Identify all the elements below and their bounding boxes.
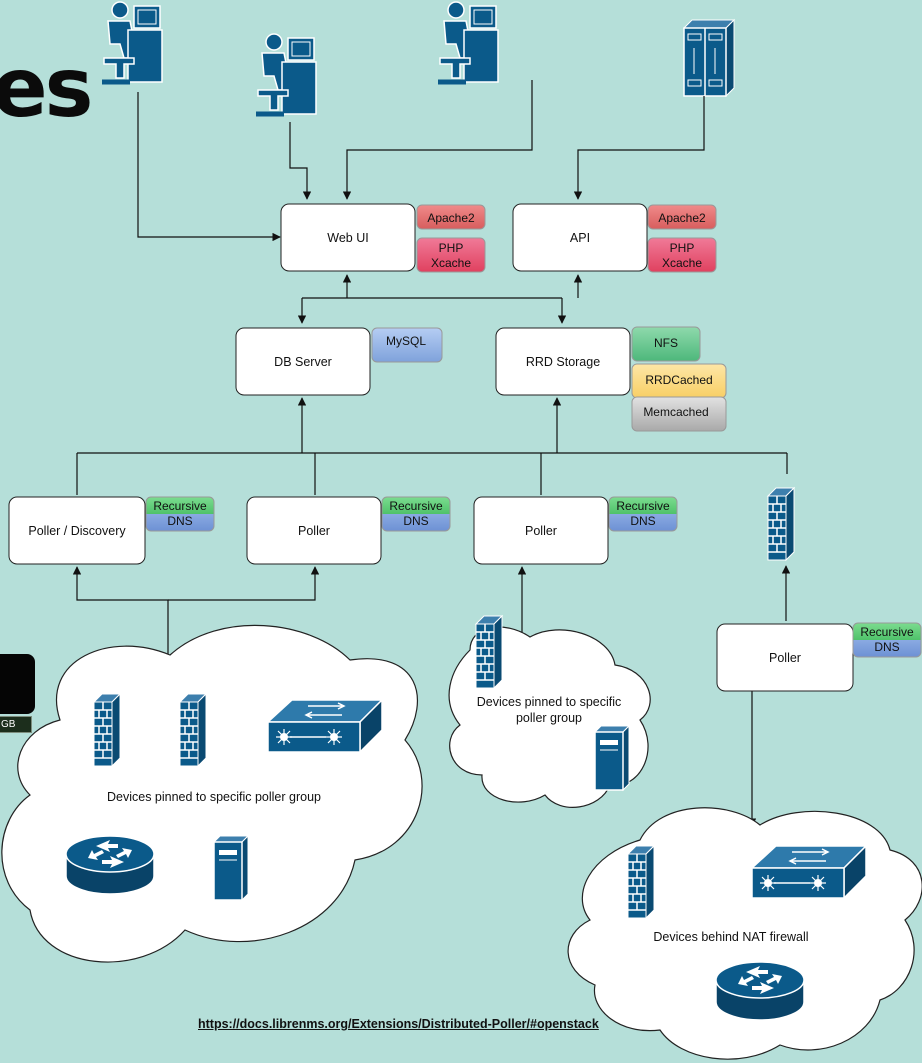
firewall-icon [627, 845, 655, 919]
router-icon [715, 961, 805, 1021]
poller-label-1: Poller [298, 524, 330, 538]
xcache-tag-label: Xcache [662, 256, 702, 270]
recursive-dns-tag [381, 496, 451, 532]
poller-label-nat: Poller [769, 651, 801, 665]
poller-node-2 [473, 496, 609, 565]
apache2-tag [416, 204, 486, 230]
db-server-node [235, 327, 371, 396]
edge-cloud-poller1 [168, 566, 320, 601]
user-desk-icon [256, 34, 316, 114]
server-icon [594, 725, 630, 791]
edge-rack-api [573, 96, 705, 200]
php-xcache-tag [416, 237, 486, 273]
recursive-dns-tag [145, 496, 215, 532]
webui-node [280, 203, 416, 272]
dns-tag-label: DNS [874, 640, 899, 654]
rack-server-icon [683, 19, 735, 97]
edge-cloud-poller-discovery [72, 566, 169, 658]
webui-label: Web UI [327, 231, 368, 245]
api-label: API [570, 231, 590, 245]
dns-tag-label: DNS [167, 514, 192, 528]
apache2-tag [647, 204, 717, 230]
recursive-tag-label: Recursive [153, 499, 207, 513]
memcached-tag [631, 396, 727, 432]
edge-user3-webui [342, 80, 533, 200]
db-server-label: DB Server [274, 355, 332, 369]
user-desk-icon [438, 2, 498, 82]
cloud-middle-label-line2: poller group [516, 711, 582, 725]
firewall-icon [93, 693, 121, 767]
gb-badge: GB [0, 716, 32, 733]
xcache-tag-label: Xcache [431, 256, 471, 270]
mysql-tag-label: MySQL [386, 334, 426, 348]
rrd-storage-label: RRD Storage [526, 355, 600, 369]
poller-discovery-label: Poller / Discovery [28, 524, 126, 538]
firewall-icon [475, 615, 503, 689]
rrd-storage-node [495, 327, 631, 396]
cloud-middle-label-line1: Devices pinned to specific [477, 695, 622, 709]
dns-tag-label: DNS [403, 514, 428, 528]
poller-node-1 [246, 496, 382, 565]
user-desk-icon [102, 2, 162, 82]
firewall-icon [179, 693, 207, 767]
slide-heading-fragment: es [0, 41, 93, 136]
apache2-tag-label: Apache2 [658, 211, 706, 225]
router-icon [65, 835, 155, 895]
poller-node-nat [716, 623, 854, 692]
server-icon [213, 835, 249, 901]
nat-firewall-icon [767, 487, 795, 561]
nfs-tag [631, 326, 701, 362]
cloud-left-label: Devices pinned to specific poller group [107, 790, 321, 804]
documentation-link[interactable]: https://docs.librenms.org/Extensions/Dis… [198, 1017, 599, 1031]
switch-icon [267, 699, 383, 753]
rrdcached-tag-label: RRDCached [645, 373, 712, 387]
recursive-tag-label: Recursive [616, 499, 670, 513]
cloud-nat-label: Devices behind NAT firewall [653, 930, 808, 944]
php-tag-label: PHP [439, 241, 464, 255]
php-xcache-tag [647, 237, 717, 273]
memcached-tag-label: Memcached [643, 405, 708, 419]
dns-tag-label: DNS [630, 514, 655, 528]
poller-discovery-node [8, 496, 146, 565]
api-node [512, 203, 648, 272]
switch-icon [751, 845, 867, 899]
recursive-dns-tag [852, 622, 922, 658]
php-tag-label: PHP [670, 241, 695, 255]
mysql-tag [371, 327, 443, 363]
recursive-tag-label: Recursive [389, 499, 443, 513]
apache2-tag-label: Apache2 [427, 211, 475, 225]
edge-user1-webui [137, 92, 281, 242]
edge-user2-webui [289, 122, 312, 200]
poller-label-2: Poller [525, 524, 557, 538]
dark-panel [0, 654, 35, 714]
nfs-tag-label: NFS [654, 336, 678, 350]
recursive-tag-label: Recursive [860, 625, 914, 639]
recursive-dns-tag [608, 496, 678, 532]
